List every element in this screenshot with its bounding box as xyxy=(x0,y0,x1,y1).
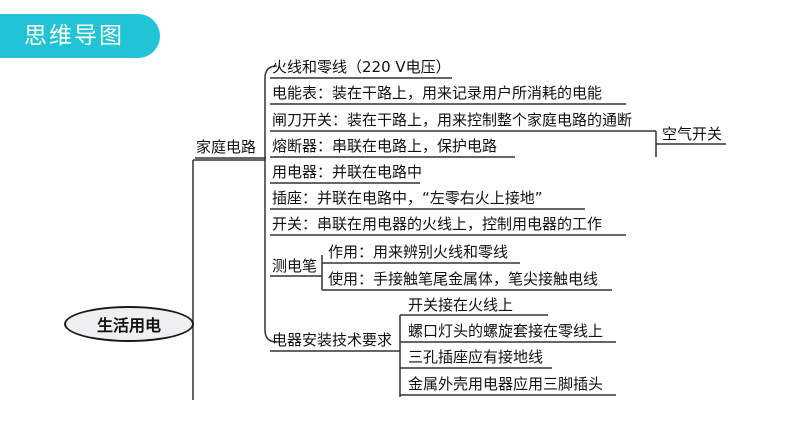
item-7: 开关：串联在用电器的火线上，控制用电器的工作 xyxy=(272,215,603,233)
install-label: 电器安装技术要求 xyxy=(272,331,393,349)
header-badge: 思维导图 xyxy=(0,14,160,58)
item-6: 插座：并联在电路中，“左零右火上接地” xyxy=(272,189,543,207)
tester-item-1: 作用：用来辨别火线和零线 xyxy=(328,243,509,261)
install-item-3: 三孔插座应有接地线 xyxy=(408,348,544,366)
root-label: 生活用电 xyxy=(96,316,161,335)
item-3: 闸刀开关：装在干路上，用来控制整个家庭电路的通断 xyxy=(272,111,633,129)
install-item-2: 螺口灯头的螺旋套接在零线上 xyxy=(408,322,604,340)
side-note: 空气开关 xyxy=(662,125,723,143)
item-5: 用电器：并联在电路中 xyxy=(272,163,423,181)
branch-label: 家庭电路 xyxy=(196,138,257,156)
tester-item-2: 使用：手接触笔尾金属体，笔尖接触电线 xyxy=(328,270,599,288)
item-4: 熔断器：串联在电路上，保护电路 xyxy=(272,137,498,155)
header-title: 思维导图 xyxy=(24,23,124,49)
item-2: 电能表：装在干路上，用来记录用户所消耗的电能 xyxy=(272,84,603,102)
tester-label: 测电笔 xyxy=(272,257,318,275)
install-item-4: 金属外壳用电器应用三脚插头 xyxy=(408,375,604,393)
root-node: 生活用电 xyxy=(64,306,194,342)
install-item-1: 开关接在火线上 xyxy=(408,296,514,314)
item-1: 火线和零线（220 V电压） xyxy=(272,58,451,76)
